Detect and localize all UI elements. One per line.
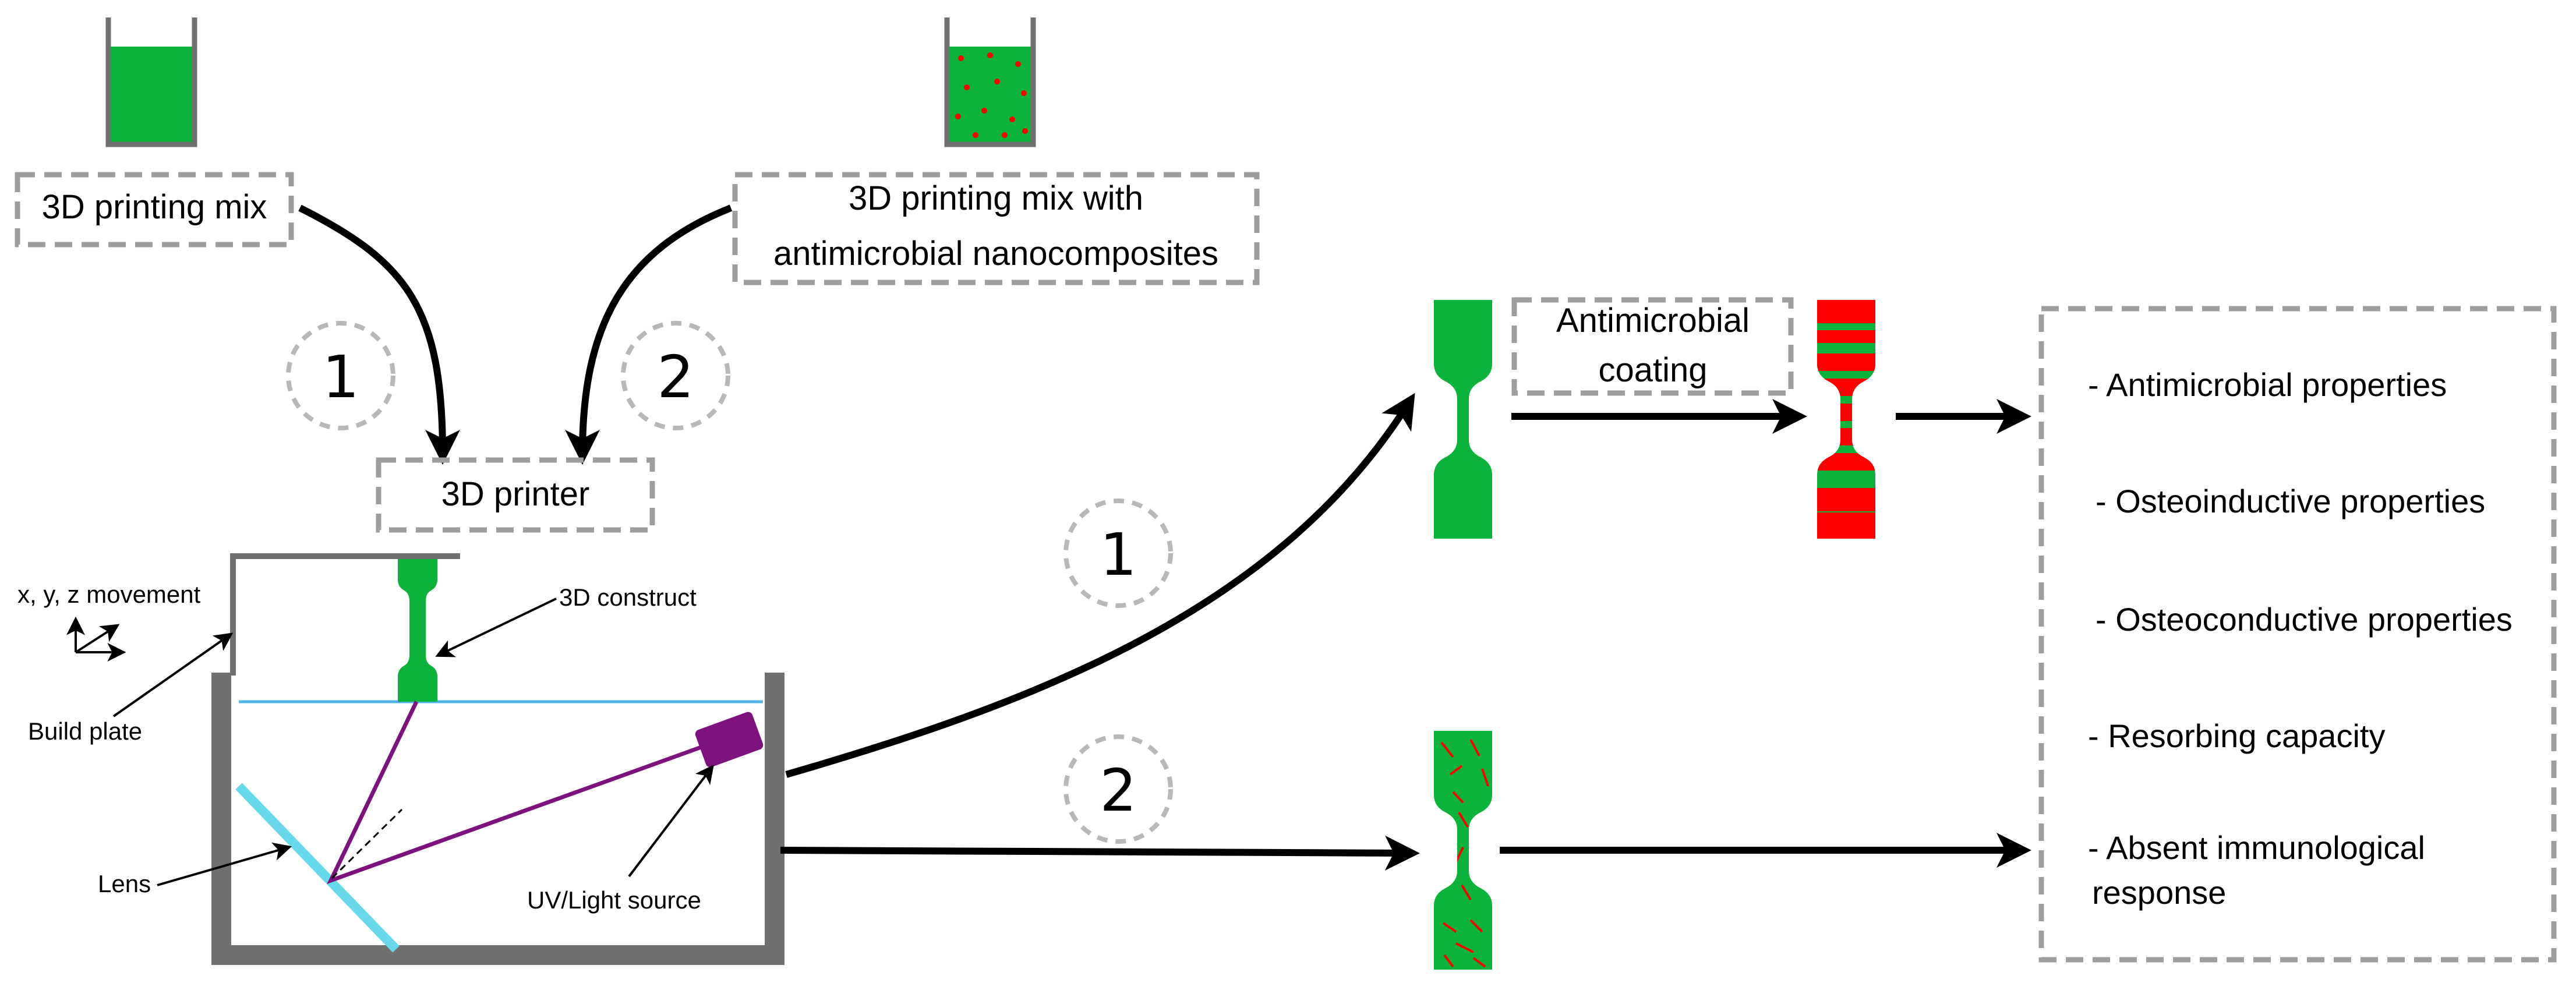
svg-text:2: 2 — [657, 343, 694, 411]
property-osteoconductive: - Osteoconductive properties — [2096, 601, 2513, 638]
coating-stripe — [1817, 404, 1875, 421]
property-immunological: - Absent immunological — [2088, 829, 2425, 866]
plain-mix-box: 3D printing mix — [15, 172, 294, 248]
coating-stripe — [1817, 453, 1875, 471]
light-path — [327, 701, 723, 885]
nanocomposite-fiber — [1472, 957, 1486, 968]
antimicrobial-mix-label-line1: 3D printing mix with — [849, 179, 1143, 217]
coating-stripe — [1817, 300, 1875, 323]
nanocomposite-fiber — [1449, 765, 1463, 776]
arrow-route-2-to-construct — [780, 835, 1420, 871]
nanoparticle — [1002, 132, 1008, 138]
route-1-marker-input: 1 — [286, 321, 395, 430]
construct-label: 3D construct — [559, 584, 697, 611]
nanoparticle — [994, 79, 1000, 84]
coating-stripe — [1817, 379, 1875, 396]
nanocomposite-fiber — [1455, 942, 1474, 953]
nanocomposite-fiber — [1443, 954, 1454, 968]
nanocomposite-mix-beaker — [944, 17, 1036, 147]
plain-mix-label: 3D printing mix — [42, 188, 267, 226]
property-resorbing: - Resorbing capacity — [2088, 717, 2385, 754]
route-1-marker-output: 1 — [1063, 498, 1173, 608]
nanoparticle — [964, 84, 970, 90]
printer-box: 3D printer — [376, 457, 655, 533]
printer-apparatus: x, y, z movement Build plate 3D construc… — [17, 553, 785, 965]
coated-construct — [1817, 300, 1875, 539]
arrow-plain-mix-to-printer — [298, 204, 460, 465]
coating-stripe — [1817, 428, 1875, 446]
movement-label: x, y, z movement — [17, 581, 201, 608]
lens — [235, 783, 400, 953]
coating-label-line2: coating — [1598, 351, 1707, 389]
nanoparticle — [987, 52, 993, 58]
nanocomposite-fiber — [1469, 739, 1480, 756]
lens-label: Lens — [98, 870, 151, 897]
nanocomposite-fiber — [1442, 922, 1457, 933]
build-plate-label: Build plate — [28, 717, 142, 745]
nanocomposite-fiber — [1481, 768, 1489, 787]
coating-box: Antimicrobial coating — [1511, 297, 1794, 396]
coating-stripe — [1817, 512, 1875, 539]
printed-construct-plain — [1434, 300, 1492, 539]
antimicrobial-coating-stripes — [1817, 300, 1875, 539]
xyz-axis-icon — [66, 616, 126, 662]
nanoparticle — [955, 114, 961, 119]
nanoparticle — [1022, 128, 1028, 134]
nanocomposite-fiber — [1455, 847, 1464, 862]
route-2-marker-output: 2 — [1063, 734, 1173, 844]
nanoparticle — [1009, 116, 1015, 122]
construct-in-printer — [398, 559, 437, 702]
light-source-label: UV/Light source — [527, 886, 701, 914]
nanoparticle — [958, 55, 964, 61]
uv-light-source — [695, 712, 764, 768]
nanoparticle — [973, 132, 978, 138]
coating-stripe — [1817, 488, 1875, 511]
nanoparticle — [1015, 61, 1021, 67]
properties-box: - Antimicrobial properties - Osteoinduct… — [2038, 306, 2557, 963]
arrow-route-1-to-construct — [785, 393, 1415, 778]
nanoparticle — [981, 108, 987, 114]
nanocomposite-fiber — [1440, 741, 1454, 758]
arrow-antimicrobial-mix-to-printer — [565, 204, 733, 465]
nanoparticle — [1021, 90, 1027, 96]
printer-label: 3D printer — [441, 475, 590, 513]
nanocomposite-fibers — [1440, 739, 1489, 968]
property-antimicrobial: - Antimicrobial properties — [2088, 366, 2447, 403]
nanocomposite-fiber — [1469, 919, 1483, 933]
resin-vat — [211, 673, 785, 965]
nanocomposite-particles — [955, 52, 1028, 138]
nanocomposite-fiber — [1452, 791, 1464, 804]
coating-stripe — [1817, 353, 1875, 371]
plain-mix-beaker — [105, 17, 197, 147]
svg-text:1: 1 — [1100, 521, 1137, 589]
nanocomposite-fiber — [1461, 884, 1472, 901]
nanocomposite-construct — [1434, 731, 1492, 970]
route-2-marker-input: 2 — [621, 321, 730, 430]
nanocomposite-fiber — [1458, 811, 1469, 828]
antimicrobial-mix-label-line2: antimicrobial nanocomposites — [773, 235, 1218, 273]
svg-text:1: 1 — [322, 343, 359, 411]
coating-stripe — [1817, 330, 1875, 343]
lens-normal-line — [331, 808, 403, 879]
antimicrobial-mix-box: 3D printing mix with antimicrobial nanoc… — [732, 172, 1260, 285]
svg-text:2: 2 — [1100, 756, 1137, 825]
coating-label-line1: Antimicrobial — [1556, 302, 1750, 340]
property-immunological-cont: response — [2092, 874, 2226, 911]
property-osteoinductive: - Osteoinductive properties — [2096, 483, 2485, 519]
